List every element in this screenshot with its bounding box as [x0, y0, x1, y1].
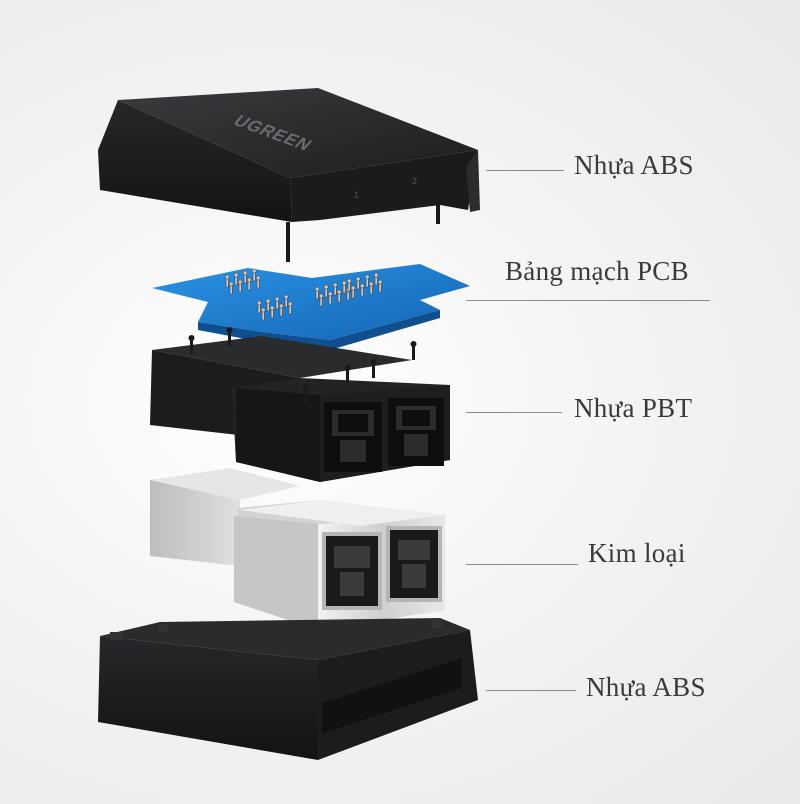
- pcb-pin-head: [332, 282, 338, 288]
- label-bottom-abs: Nhựa ABS: [586, 672, 706, 702]
- pbt-pin: [412, 344, 415, 360]
- leader-line-pcb: [466, 300, 710, 301]
- pcb-board: [152, 264, 470, 350]
- pcb-pin-head: [346, 278, 352, 284]
- pbt-pin: [304, 388, 307, 404]
- pbt-pin: [346, 368, 349, 384]
- pcb-pin-head: [274, 296, 280, 302]
- pcb-pin-head: [350, 285, 356, 291]
- bottom-base: [98, 618, 478, 760]
- pcb-pin-head: [228, 281, 234, 287]
- pcb-pin-head: [255, 275, 261, 281]
- pcb-pin-head: [373, 272, 379, 278]
- pcb-pin-head: [265, 298, 271, 304]
- pbt-port-right: [388, 398, 444, 466]
- label-metal: Kim loại: [588, 538, 686, 568]
- pcb-pin-head: [246, 277, 252, 283]
- pcb-pin-head: [224, 274, 230, 280]
- pcb-pin-head: [368, 281, 374, 287]
- pbt-pin: [372, 362, 375, 378]
- pbt-pin-head: [344, 365, 351, 371]
- leader-line-pbt: [466, 412, 562, 413]
- label-pbt: Nhựa PBT: [574, 393, 693, 423]
- pbt-pin-head: [410, 341, 417, 347]
- pcb-pin-head: [355, 276, 361, 282]
- label-top-abs: Nhựa ABS: [574, 150, 694, 180]
- pbt-pin-head: [302, 385, 309, 391]
- metal-port-left: [322, 532, 382, 610]
- pcb-pin-head: [237, 279, 243, 285]
- pcb-pin-head: [278, 303, 284, 309]
- metal-port-right: [386, 526, 442, 602]
- pcb-pin-head: [260, 307, 266, 313]
- metal-shield: [150, 468, 445, 630]
- pcb-pin-head: [269, 305, 275, 311]
- svg-text:2: 2: [412, 176, 417, 186]
- pbt-housing: [150, 327, 450, 482]
- pcb-pin-head: [283, 294, 289, 300]
- pbt-pin: [228, 330, 231, 346]
- pbt-pin: [190, 338, 193, 354]
- label-pcb: Bảng mạch PCB: [505, 256, 689, 286]
- leader-line-bottom-abs: [486, 690, 576, 691]
- leader-line-top-abs: [486, 170, 564, 171]
- pcb-pins: [224, 268, 383, 321]
- pbt-port-left: [324, 402, 382, 472]
- pbt-pin-head: [370, 359, 377, 365]
- pcb-pin-head: [233, 272, 239, 278]
- pcb-pin-head: [359, 283, 365, 289]
- pcb-pin-head: [242, 270, 248, 276]
- svg-text:1: 1: [354, 190, 359, 200]
- pcb-pin-head: [287, 301, 293, 307]
- pcb-pin-head: [364, 274, 370, 280]
- pcb-pin-head: [323, 284, 329, 290]
- pcb-pin-head: [336, 289, 342, 295]
- pcb-pin-head: [318, 293, 324, 299]
- leader-line-metal: [466, 564, 578, 565]
- pbt-pins: [188, 327, 417, 404]
- pcb-pin-head: [327, 291, 333, 297]
- pbt-pin-head: [188, 335, 195, 341]
- top-cover: UGREEN 1 2: [98, 88, 480, 262]
- pcb-pin-head: [251, 268, 257, 274]
- pcb-pin-head: [377, 279, 383, 285]
- pcb-pin-head: [314, 286, 320, 292]
- pcb-pin-head: [341, 280, 347, 286]
- pcb-pin-head: [256, 300, 262, 306]
- pbt-pin-head: [226, 327, 233, 333]
